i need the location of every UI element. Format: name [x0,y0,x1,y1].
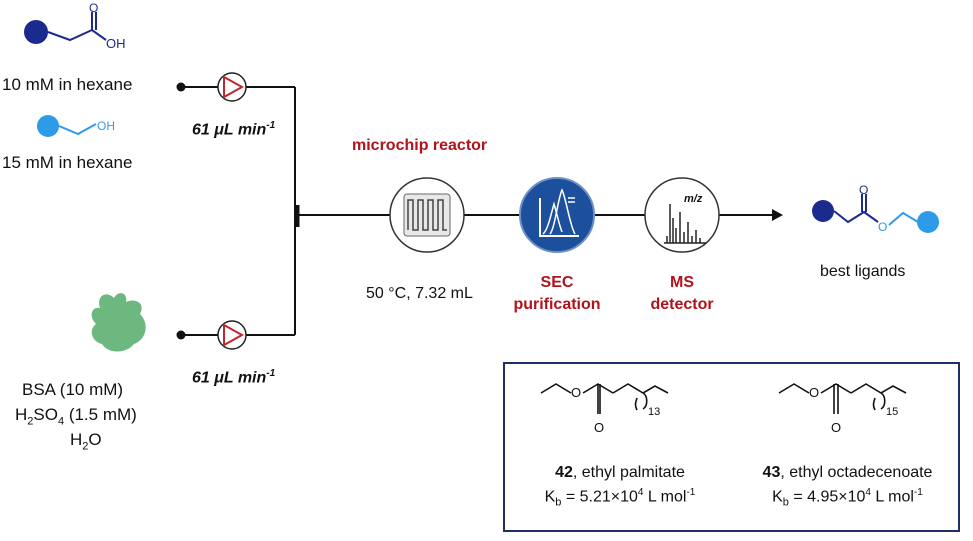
flow-rate-bottom-label: 61 μL min-1 [192,368,276,387]
compound-42-o-carbonyl: O [594,420,604,435]
ms-label-line2: detector [650,296,714,313]
flow-rate-top-label: 61 μL min-1 [192,120,276,139]
alcohol-concentration-label: 15 mM in hexane [2,153,133,172]
sec-label-line1: SEC [540,274,574,291]
tubing-lines [181,86,772,336]
pump-top-icon [217,72,247,102]
inlet-dot-bottom [176,330,186,340]
compound-42-name: 42, ethyl palmitate [555,464,685,481]
acid-concentration-label: 10 mM in hexane [2,75,133,94]
sec-purification-icon [519,177,595,253]
alcohol-oh-label: OH [97,119,115,133]
product-dark-sphere-icon [812,200,834,222]
compound-43-subscript: 15 [886,406,898,418]
acid-oh-label: OH [106,36,126,51]
compound-42-structure [540,383,669,414]
product-ester-structure: O O [812,183,939,234]
microchip-reactor-icon [389,177,465,253]
compound-43-o-carbonyl: O [831,420,841,435]
acid-sphere-icon [24,20,48,44]
alcohol-structure: OH [37,115,115,137]
compound-43-o-ester: O [809,385,819,400]
bsa-label: BSA (10 mM) [22,380,124,399]
product-o-carbonyl: O [859,183,868,197]
best-ligands-label: best ligands [820,263,906,280]
ms-label-line1: MS [670,274,694,291]
product-light-sphere-icon [917,211,939,233]
sec-label-line2: purification [513,296,601,313]
compound-43-structure [778,383,907,414]
ms-detector-icon: m/z [644,177,720,253]
compound-43-kb: Kb = 4.95×104 L mol-1 [772,487,923,509]
inlet-dot-top [176,82,186,92]
acid-o-label: O [89,1,98,15]
product-o-ester: O [878,220,887,234]
alcohol-sphere-icon [37,115,59,137]
arrow-head-icon [772,209,783,221]
compound-42-kb: Kb = 5.21×104 L mol-1 [544,487,696,509]
protein-bsa-icon [91,293,146,352]
compound-43-name: 43, ethyl octadecenoate [762,464,933,481]
carboxylic-acid-structure: O OH [24,1,126,51]
reactor-conditions: 50 °C, 7.32 mL [366,285,473,302]
water-label: H2O [70,430,102,453]
acid-catalyst-label: H2SO4 (1.5 mM) [15,405,137,428]
reactor-title: microchip reactor [352,137,488,154]
ms-mz-label: m/z [684,193,703,205]
pump-bottom-icon [217,320,247,350]
compound-42-subscript: 13 [648,406,660,418]
compound-42-o-ester: O [571,385,581,400]
